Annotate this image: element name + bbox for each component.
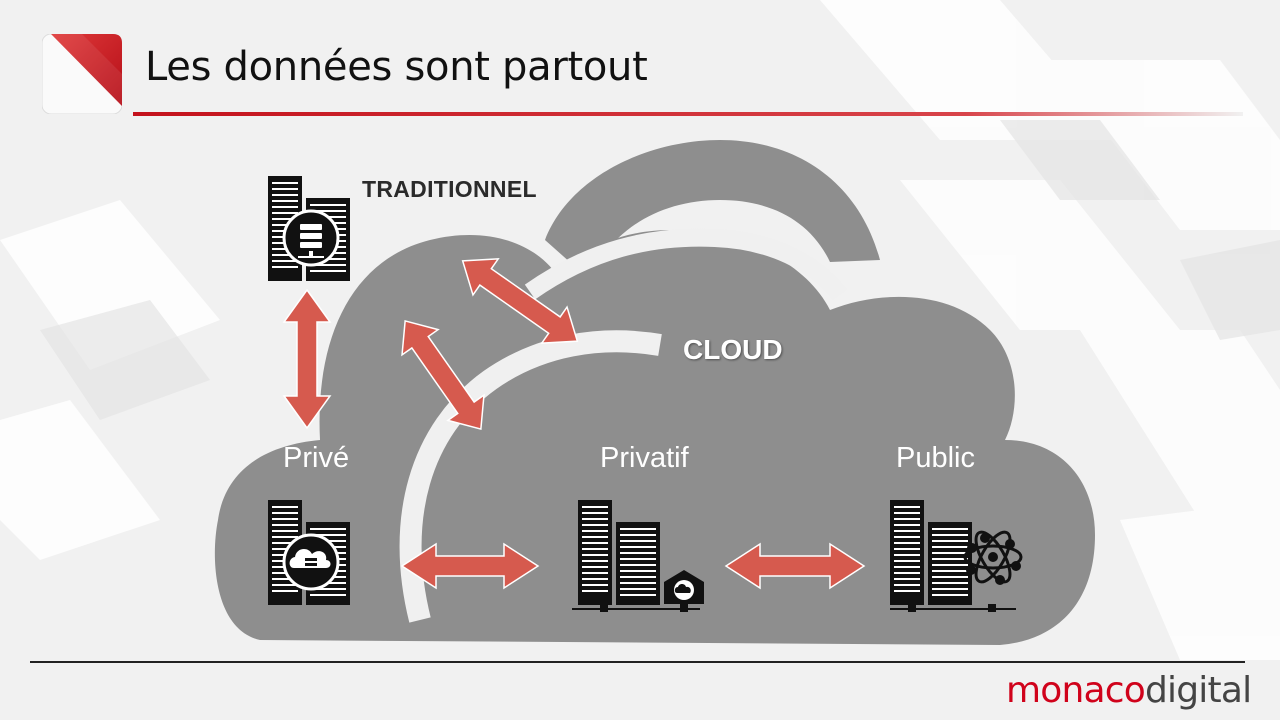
brand-logo-tile [42, 34, 122, 114]
arrow-prive-privatif [400, 542, 540, 590]
node-label-privatif: Privatif [600, 442, 689, 474]
node-label-public: Public [896, 442, 975, 474]
brand-logo-text: monacodigital [1006, 670, 1252, 711]
cloud-label: CLOUD [683, 334, 783, 365]
private-building-icon [268, 500, 350, 605]
traditional-building-icon [268, 176, 350, 281]
node-label-prive: Privé [283, 442, 350, 474]
footer-divider [30, 661, 1245, 663]
arrow-traditional-prive [282, 288, 332, 430]
title-underline [133, 112, 1243, 116]
cloud-shape-back [545, 140, 880, 280]
cloud-shape-main [214, 229, 1095, 645]
arrow-privatif-public [724, 542, 866, 590]
slide-title: Les données sont partout [145, 44, 648, 90]
traditional-label: TRADITIONNEL [362, 176, 537, 202]
brand-part-1: monaco [1006, 670, 1146, 711]
cloud-gap-arc [399, 330, 662, 623]
public-building-icon [890, 500, 1023, 612]
brand-part-2: digital [1145, 670, 1252, 711]
arrow-traditional-cloud [461, 258, 579, 344]
privatif-building-icon [572, 500, 704, 612]
arrow-prive-cloud [401, 319, 485, 431]
